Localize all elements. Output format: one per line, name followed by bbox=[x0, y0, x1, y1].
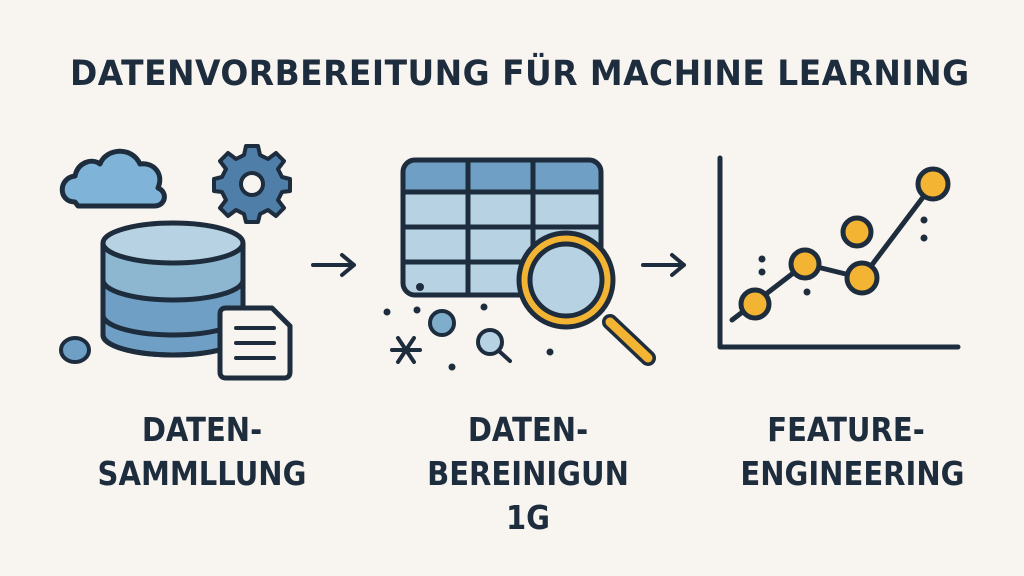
step-label-line1: DATEN- bbox=[141, 410, 263, 449]
small-magnifier-icon bbox=[476, 328, 512, 363]
arrow-right-icon bbox=[311, 253, 356, 277]
data-cleaning-illustration bbox=[383, 157, 656, 371]
step-label-line2: SAMMLLUNG bbox=[97, 454, 307, 493]
feature-engineering-illustration bbox=[717, 155, 961, 350]
small-circle-icon bbox=[428, 309, 456, 337]
cloud-icon bbox=[59, 148, 167, 209]
noise-dots bbox=[383, 283, 554, 371]
step-label-line2: BEREINIGUN 1G bbox=[427, 454, 629, 537]
scatter-dots bbox=[758, 216, 928, 296]
arrow-right-icon bbox=[641, 253, 686, 277]
gear-icon bbox=[212, 144, 292, 224]
page-title: DATENVORBEREITUNG FÜR MACHINE LEARNING bbox=[70, 54, 970, 94]
database-icon bbox=[100, 220, 246, 358]
step-label-data-cleaning: DATEN- BEREINIGUN 1G bbox=[422, 408, 633, 540]
step-label-data-collection: DATEN- SAMMLLUNG bbox=[96, 408, 307, 496]
magnifier-icon bbox=[516, 230, 656, 366]
document-icon bbox=[217, 305, 293, 381]
step-label-feature-engineering: FEATURE- ENGINEERING bbox=[740, 408, 965, 496]
line-chart-icon bbox=[717, 155, 961, 350]
step-label-line2: ENGINEERING bbox=[740, 454, 965, 493]
asterisk-icon bbox=[390, 336, 422, 364]
step-label-line1: FEATURE- bbox=[767, 410, 925, 449]
step-label-line1: DATEN- bbox=[467, 410, 589, 449]
dot-icon bbox=[59, 336, 91, 364]
data-collection-illustration bbox=[59, 144, 293, 381]
